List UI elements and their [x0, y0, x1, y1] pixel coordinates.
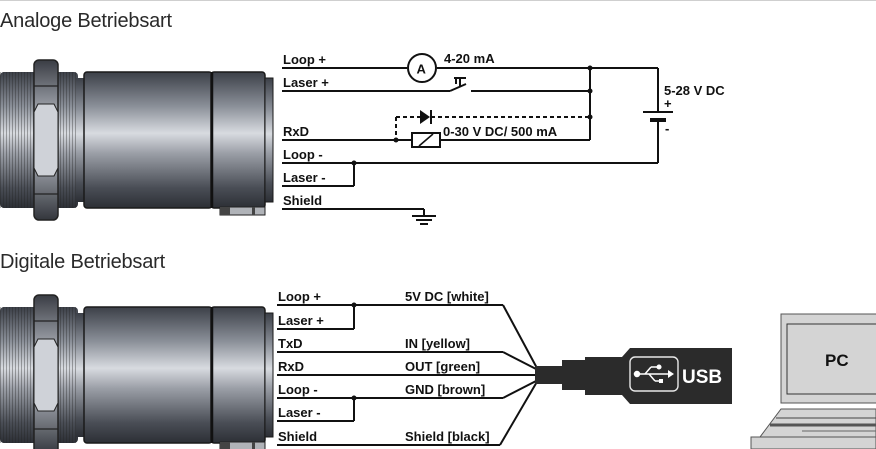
svg-text:A: A [417, 62, 427, 77]
relay-output-label: 0-30 V DC/ 500 mA [443, 124, 558, 139]
wire-label: Shield [black] [405, 429, 490, 444]
pc-label: PC [825, 351, 849, 370]
digital-pin-label: Laser - [278, 405, 321, 420]
digital-pin-label: Loop + [278, 289, 321, 304]
digital-pin-label: TxD [278, 336, 303, 351]
ground-icon [412, 215, 436, 225]
wire-label: 5V DC [white] [405, 289, 489, 304]
analog-pin-label: Loop - [283, 147, 323, 162]
digital-pin-label: Laser + [278, 313, 324, 328]
analog-pin-label: Laser - [283, 170, 326, 185]
diode-icon [420, 110, 432, 124]
ammeter-icon: A [407, 53, 437, 83]
switch-icon [454, 77, 466, 87]
digital-wiring [277, 304, 539, 446]
digital-section-title: Digitale Betriebsart [0, 251, 165, 273]
usb-label: USB [682, 367, 722, 388]
current-range-label: 4-20 mA [444, 51, 495, 66]
digital-pin-label: Loop - [278, 382, 318, 397]
laptop-icon: PC [750, 313, 876, 449]
wire-label: GND [brown] [405, 382, 485, 397]
usb-plug-icon: USB [535, 348, 732, 404]
analog-section-title: Analoge Betriebsart [0, 10, 172, 32]
analog-sensor-icon [0, 58, 275, 222]
wire-label: OUT [green] [405, 359, 480, 374]
wire-label: IN [yellow] [405, 336, 470, 351]
relay-coil-icon [411, 132, 441, 148]
analog-pin-label: Laser + [283, 75, 329, 90]
top-divider [0, 0, 876, 1]
digital-pin-label: RxD [278, 359, 304, 374]
battery-icon [643, 111, 673, 122]
digital-pin-label: Shield [278, 429, 317, 444]
analog-pin-label: RxD [283, 124, 309, 139]
supply-plus-label: + [664, 96, 672, 111]
supply-voltage-label: 5-28 V DC [664, 83, 725, 98]
supply-minus-label: - [665, 121, 669, 136]
digital-sensor-icon [0, 293, 275, 449]
analog-pin-label: Loop + [283, 52, 326, 67]
usb-symbol-icon [633, 364, 674, 383]
analog-wiring [282, 67, 659, 216]
analog-pin-label: Shield [283, 193, 322, 208]
